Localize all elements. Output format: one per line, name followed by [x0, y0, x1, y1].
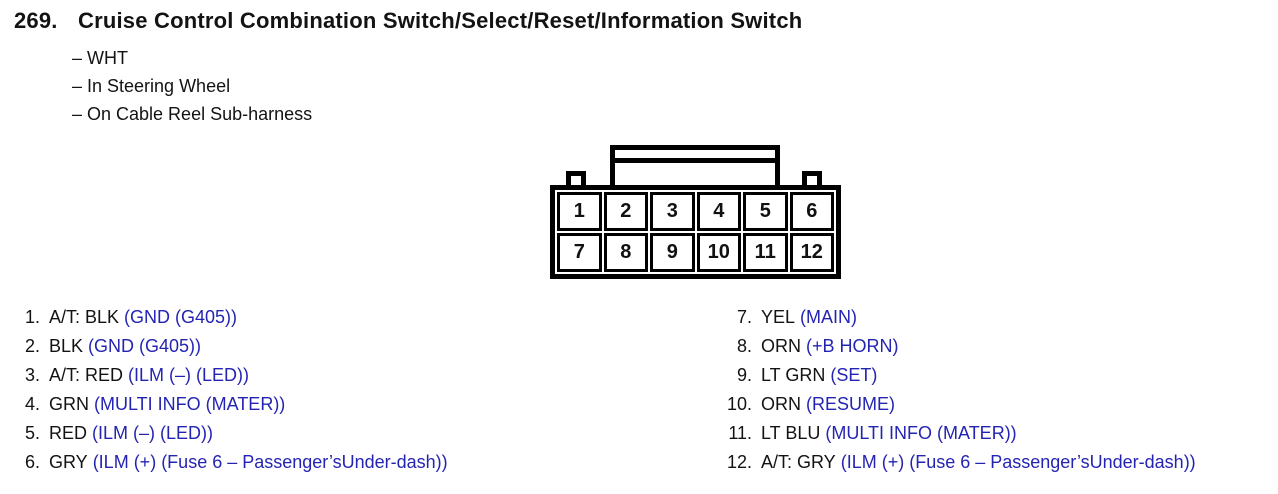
- pin-row-8: 8. ORN(+B HORN): [724, 332, 1196, 361]
- pin-row-7: 7. YEL(MAIN): [724, 303, 1196, 332]
- signal-label: (ILM (+) (Fuse 6 – Passenger’sUnder-dash…: [92, 452, 448, 472]
- section-number: 269.: [14, 8, 58, 33]
- signal-label: (MAIN): [800, 307, 858, 327]
- connector-latch-tab: [610, 145, 780, 185]
- pin-list-left: 1. A/T: BLK(GND (G405)) 2. BLK(GND (G405…: [14, 303, 448, 477]
- wire-color: YEL: [761, 307, 796, 327]
- pin-row-2: 2. BLK(GND (G405)): [14, 332, 448, 361]
- pin-number: 9.: [736, 365, 752, 385]
- wire-color: LT GRN: [761, 365, 826, 385]
- page-title: Cruise Control Combination Switch/Select…: [78, 8, 803, 33]
- pin-number: 10.: [726, 394, 752, 414]
- connector-cavity-9: 9: [650, 233, 695, 272]
- wire-color: BLK: [49, 336, 84, 356]
- connector-cavity-2: 2: [603, 192, 648, 231]
- note-connector-color: – WHT: [72, 48, 128, 68]
- connector-cavity-7: 7: [557, 233, 602, 272]
- signal-label: (ILM (–) (LED)): [128, 365, 250, 385]
- pin-number: 7.: [736, 307, 752, 327]
- connector-cavity-6: 6: [789, 192, 834, 231]
- pin-row-4: 4. GRN(MULTI INFO (MATER)): [14, 390, 448, 419]
- signal-label: (GND (G405)): [124, 307, 238, 327]
- connector-body: 1 2 3 4 5 6 7 8 9 10 11 12: [550, 185, 841, 279]
- pin-number: 2.: [24, 336, 40, 356]
- pin-number: 11.: [728, 423, 752, 443]
- connector-index-bump-left: [566, 171, 586, 185]
- wire-color: LT BLU: [761, 423, 821, 443]
- connector-cavity-5: 5: [743, 192, 788, 231]
- pin-number: 8.: [736, 336, 752, 356]
- connector-cavity-11: 11: [743, 233, 788, 272]
- signal-label: (GND (G405)): [88, 336, 202, 356]
- connector-notes: – WHT – In Steering Wheel – On Cable Ree…: [72, 44, 312, 128]
- signal-label: (SET): [830, 365, 878, 385]
- signal-label: (MULTI INFO (MATER)): [825, 423, 1017, 443]
- connector-cavity-3: 3: [650, 192, 695, 231]
- wire-color: ORN: [761, 336, 801, 356]
- connector-index-bump-right: [802, 171, 822, 185]
- pin-number: 4.: [24, 394, 40, 414]
- latch-tab-divider-line: [615, 158, 775, 163]
- pin-number: 1.: [24, 307, 40, 327]
- wire-color: A/T: GRY: [761, 452, 836, 472]
- section-header: 269. Cruise Control Combination Switch/S…: [14, 8, 802, 34]
- wire-color: GRN: [49, 394, 89, 414]
- pin-row-5: 5. RED(ILM (–) (LED)): [14, 419, 448, 448]
- connector-cavity-8: 8: [603, 233, 648, 272]
- note-location: – In Steering Wheel: [72, 76, 231, 96]
- connector-cavity-4: 4: [696, 192, 741, 231]
- wire-color: A/T: RED: [49, 365, 124, 385]
- pin-number: 12.: [726, 452, 752, 472]
- note-harness: – On Cable Reel Sub-harness: [72, 104, 313, 124]
- pin-number: 3.: [24, 365, 40, 385]
- pin-row-10: 10. ORN(RESUME): [724, 390, 1196, 419]
- pin-row-11: 11. LT BLU(MULTI INFO (MATER)): [724, 419, 1196, 448]
- pin-list-right: 7. YEL(MAIN) 8. ORN(+B HORN) 9. LT GRN(S…: [724, 303, 1196, 477]
- connector-cavity-12: 12: [789, 233, 834, 272]
- signal-label: (MULTI INFO (MATER)): [94, 394, 286, 414]
- wire-color: ORN: [761, 394, 801, 414]
- pin-row-1: 1. A/T: BLK(GND (G405)): [14, 303, 448, 332]
- pin-row-12: 12. A/T: GRY(ILM (+) (Fuse 6 – Passenger…: [724, 448, 1196, 477]
- pin-row-9: 9. LT GRN(SET): [724, 361, 1196, 390]
- connector-cavity-10: 10: [696, 233, 741, 272]
- signal-label: (ILM (–) (LED)): [92, 423, 214, 443]
- pin-row-3: 3. A/T: RED(ILM (–) (LED)): [14, 361, 448, 390]
- connector-cavity-1: 1: [557, 192, 602, 231]
- signal-label: (RESUME): [806, 394, 895, 414]
- pin-row-6: 6. GRY(ILM (+) (Fuse 6 – Passenger’sUnde…: [14, 448, 448, 477]
- signal-label: (ILM (+) (Fuse 6 – Passenger’sUnder-dash…: [840, 452, 1196, 472]
- pin-number: 5.: [24, 423, 40, 443]
- wire-color: RED: [49, 423, 88, 443]
- wire-color: A/T: BLK: [49, 307, 120, 327]
- wire-color: GRY: [49, 452, 88, 472]
- pin-number: 6.: [24, 452, 40, 472]
- signal-label: (+B HORN): [806, 336, 899, 356]
